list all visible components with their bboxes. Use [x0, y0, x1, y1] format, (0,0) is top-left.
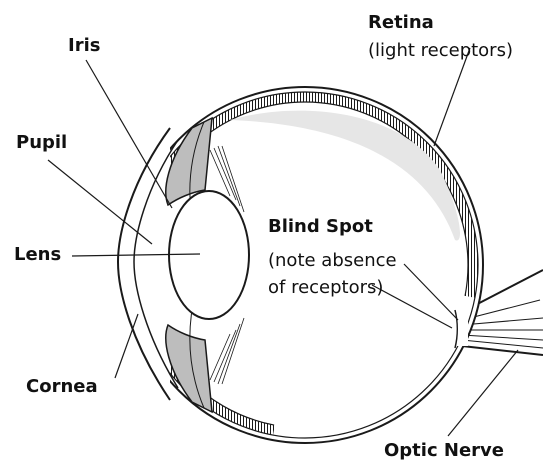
blind-spot-note-line-2: of receptors) — [268, 277, 383, 299]
lens-label: Lens — [14, 244, 61, 266]
pupil-label: Pupil — [16, 132, 67, 154]
cornea-label: Cornea — [26, 376, 98, 398]
iris-leader-line — [86, 60, 172, 208]
blind-spot-label: Blind Spot — [268, 216, 373, 238]
blind-spot-note-line-1: (note absence — [268, 250, 397, 272]
iris-label: Iris — [68, 35, 100, 57]
retina-leader-line — [434, 48, 470, 146]
cornea-leader-line — [115, 314, 138, 378]
retina-note: (light receptors) — [368, 40, 513, 62]
optic-nerve-label: Optic Nerve — [384, 440, 504, 462]
retina-label: Retina — [368, 12, 434, 34]
optic-nerve-leader-line — [448, 350, 518, 436]
lens — [169, 191, 249, 319]
